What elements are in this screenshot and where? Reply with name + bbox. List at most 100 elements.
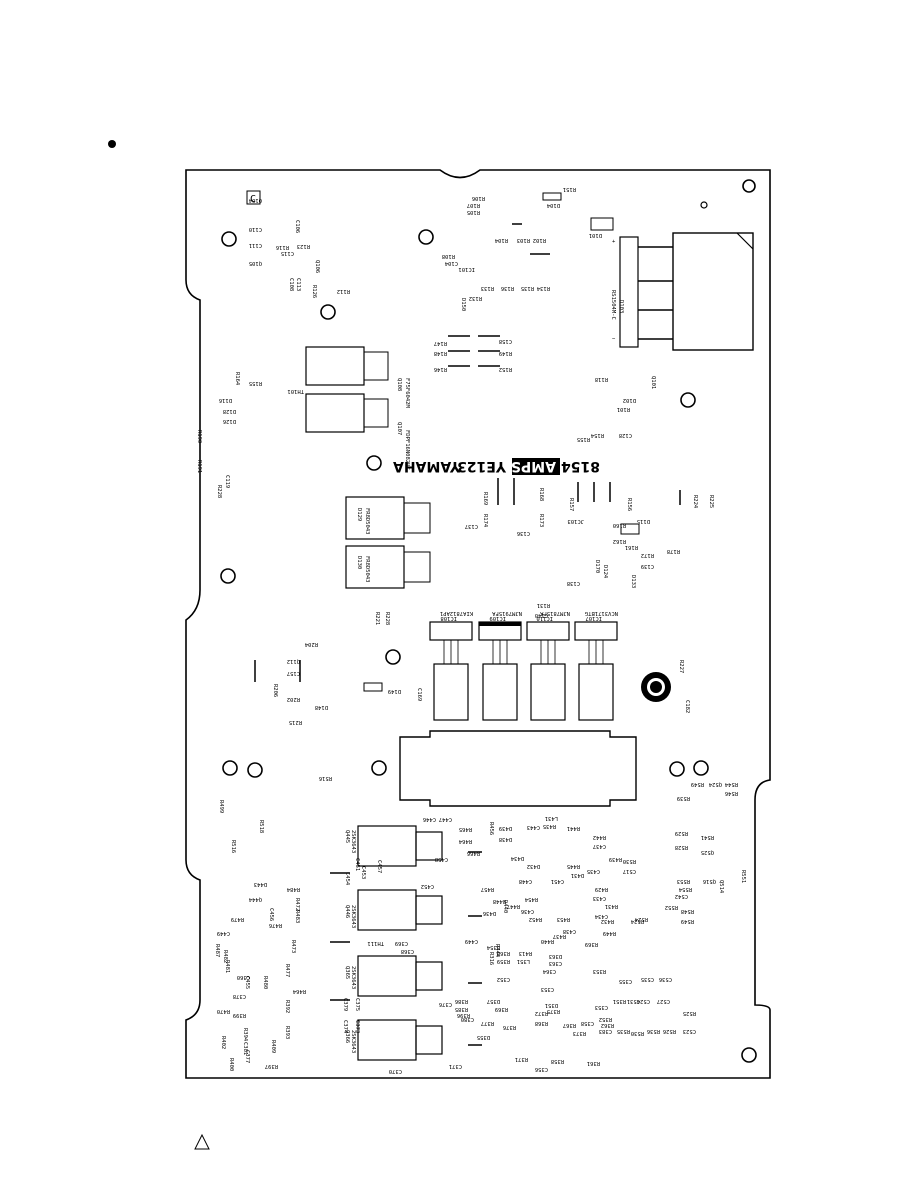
component-label: C377 [244, 1050, 250, 1063]
component-label: R360 [497, 950, 510, 956]
component-label: 2SK3643 [350, 905, 356, 928]
mounting-hole [371, 760, 387, 776]
component-label: R107 [467, 202, 480, 208]
component-label: C437 [593, 843, 606, 849]
component-label: NCV3171BTG [585, 610, 618, 616]
ic110-body [530, 663, 566, 721]
component-label: R221 [374, 612, 380, 625]
component-label: D116 [219, 397, 232, 403]
component-label: R385 [455, 1006, 468, 1012]
component-label: R147 [434, 340, 447, 346]
component-label: C106 [294, 220, 300, 233]
component-label: C527 [657, 998, 670, 1004]
component-label: C128 [619, 432, 632, 438]
component-label: R447 [507, 903, 520, 909]
component-label: R316 [488, 952, 494, 965]
component-label: C108 [288, 278, 294, 291]
component-label: R351 [613, 998, 626, 1004]
component-label: D126 [223, 418, 236, 424]
component-label: D115 [637, 518, 650, 524]
component-label: R549 [681, 918, 694, 924]
component-label: R477 [284, 964, 290, 977]
component-label: C368 [401, 948, 414, 954]
component-label: C378 [233, 993, 246, 999]
mounting-hole [247, 762, 263, 778]
component-label: C363 [549, 960, 562, 966]
component-label: R516 [230, 840, 236, 853]
component-label: D103 [618, 300, 624, 313]
component-label: C104 [444, 260, 458, 266]
component-label: R482 [222, 950, 228, 963]
ic110-tab [526, 621, 570, 641]
component-label: R549 [691, 781, 704, 787]
component-label: C380 [461, 1016, 474, 1022]
component-label: R439 [609, 856, 622, 862]
component-label: R353 [593, 968, 606, 974]
component-label: D104 [546, 202, 560, 208]
component-label: R529 [675, 830, 688, 836]
component-label: Q514 [718, 880, 724, 894]
component-label: D102 [623, 397, 636, 403]
corner-mark-box [246, 190, 261, 205]
component-label: R464 [458, 838, 472, 844]
component-label: C523 [683, 1028, 696, 1034]
component-label: D170 [594, 560, 600, 573]
mounting-hole [320, 304, 336, 320]
q445-tab [415, 831, 443, 861]
title-pcb-id: 8154 [561, 458, 600, 474]
q108-tab [363, 351, 389, 381]
component-label: C451 [354, 858, 360, 871]
component-label: TH111 [367, 940, 384, 946]
component-label: R155 [249, 380, 262, 386]
component-label: R224 [692, 495, 698, 509]
component-label: R228 [216, 485, 222, 498]
component-label: C371 [449, 1063, 462, 1069]
component-label: R449 [603, 930, 616, 936]
component-label: C447 [439, 816, 452, 822]
component-label: FR8D5043 [364, 556, 370, 583]
mounting-hole [680, 392, 696, 408]
component-label: Q525 [701, 849, 714, 855]
component-label: D357 [487, 998, 500, 1004]
component-label: R190 [196, 430, 202, 443]
component-label: C443 [527, 824, 540, 830]
component-label: Q108 [396, 378, 402, 391]
component-label: R149 [499, 350, 512, 356]
component-label: R484 [286, 886, 300, 892]
component-label: R441 [567, 825, 580, 831]
component-label: R225 [708, 495, 714, 508]
q365-body [357, 955, 417, 997]
component-label: F75F6042M [404, 378, 410, 408]
component-label: IC110 [536, 615, 553, 621]
component-label: C453 [360, 866, 366, 879]
q446-tab [415, 895, 443, 925]
component-label: C139 [641, 563, 654, 569]
component-label: Q365 [344, 966, 350, 979]
component-label: D129 [356, 508, 362, 521]
component-label: R435 [543, 823, 556, 829]
component-label: R352 [599, 1016, 612, 1022]
component-label: R361 [587, 1060, 600, 1066]
plus-mark: + [612, 239, 616, 245]
component-label: D101 [589, 232, 602, 238]
component-label: C355 [619, 978, 632, 984]
ic107-body [578, 663, 614, 721]
component-label: R539 [677, 795, 690, 801]
component-label: R103 [517, 237, 530, 243]
component-label: C536 [659, 976, 672, 982]
component-label: R161 [625, 544, 638, 550]
mounting-hole [221, 231, 237, 247]
component-label: R445 [567, 863, 580, 869]
mounting-hole [669, 761, 685, 777]
component-label: C352 [497, 976, 510, 982]
component-label: IC109 [489, 615, 506, 621]
component-label: D432 [527, 863, 540, 869]
component-label: R105 [467, 209, 480, 215]
component-label: FDPF16N082UT [404, 430, 410, 470]
component-label: D431 [571, 872, 584, 878]
component-label: R152 [499, 366, 512, 372]
component-label: C449 [217, 930, 230, 936]
component-label: R465 [459, 826, 472, 832]
jc103-pad [620, 523, 640, 535]
